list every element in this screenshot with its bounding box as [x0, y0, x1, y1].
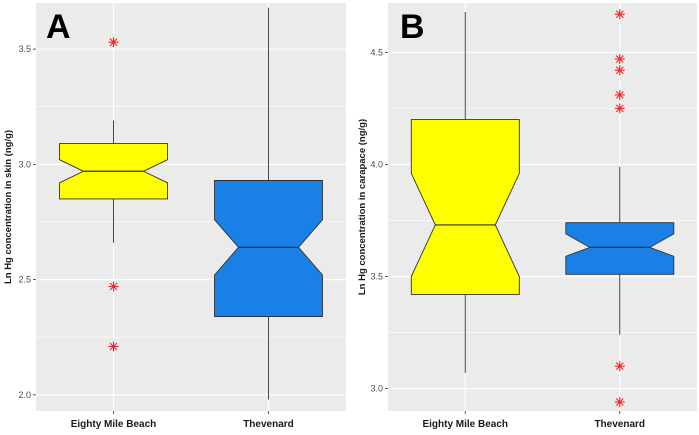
- outlier-point: [614, 103, 625, 114]
- y-tick-label: 4.5: [370, 47, 383, 57]
- category-label: Thevenard: [243, 419, 294, 430]
- notched-box: [214, 180, 323, 317]
- box-thevenard: [214, 7, 323, 400]
- outlier-point: [614, 361, 625, 372]
- category-label: Eighty Mile Beach: [422, 419, 508, 430]
- box-eighty-mile-beach: [410, 11, 520, 373]
- outlier-point: [614, 89, 625, 100]
- y-tick-label: 2.5: [18, 275, 31, 285]
- notched-box: [410, 119, 520, 295]
- y-tick-label: 4.0: [370, 159, 383, 169]
- outlier-point: [614, 54, 625, 65]
- outlier-stroke: [615, 10, 624, 19]
- outlier-point: [614, 65, 625, 76]
- outlier-point: [108, 37, 119, 48]
- outlier-stroke: [615, 66, 624, 75]
- outlier-stroke: [109, 342, 118, 351]
- outlier-point: [108, 341, 119, 352]
- y-tick-label: 3.0: [370, 384, 383, 394]
- outlier-stroke: [615, 91, 624, 99]
- notched-box: [565, 222, 675, 275]
- outlier-stroke: [615, 55, 624, 63]
- outlier-stroke: [615, 104, 624, 113]
- category-label: Eighty Mile Beach: [71, 419, 157, 430]
- panel-letter: A: [46, 8, 71, 46]
- y-tick-label: 2.0: [18, 390, 31, 400]
- outlier-stroke: [109, 282, 118, 291]
- y-axis-label: Ln Hg concentration in skin (ng/g): [3, 130, 14, 284]
- y-axis-label: Ln Hg concentration in carapace (ng/g): [357, 119, 368, 295]
- panel-letter: B: [400, 8, 425, 46]
- outlier-point: [108, 281, 119, 292]
- outlier-point: [614, 9, 625, 20]
- box-thevenard: [565, 9, 675, 408]
- outlier-stroke: [109, 38, 118, 47]
- box-eighty-mile-beach: [59, 37, 168, 352]
- outlier-stroke: [615, 362, 624, 371]
- y-tick-label: 3.0: [18, 159, 31, 169]
- y-tick-label: 3.5: [370, 271, 383, 281]
- y-tick-label: 3.5: [18, 44, 31, 54]
- category-label: Thevenard: [594, 419, 645, 430]
- outlier-point: [614, 397, 625, 408]
- outlier-stroke: [615, 398, 624, 406]
